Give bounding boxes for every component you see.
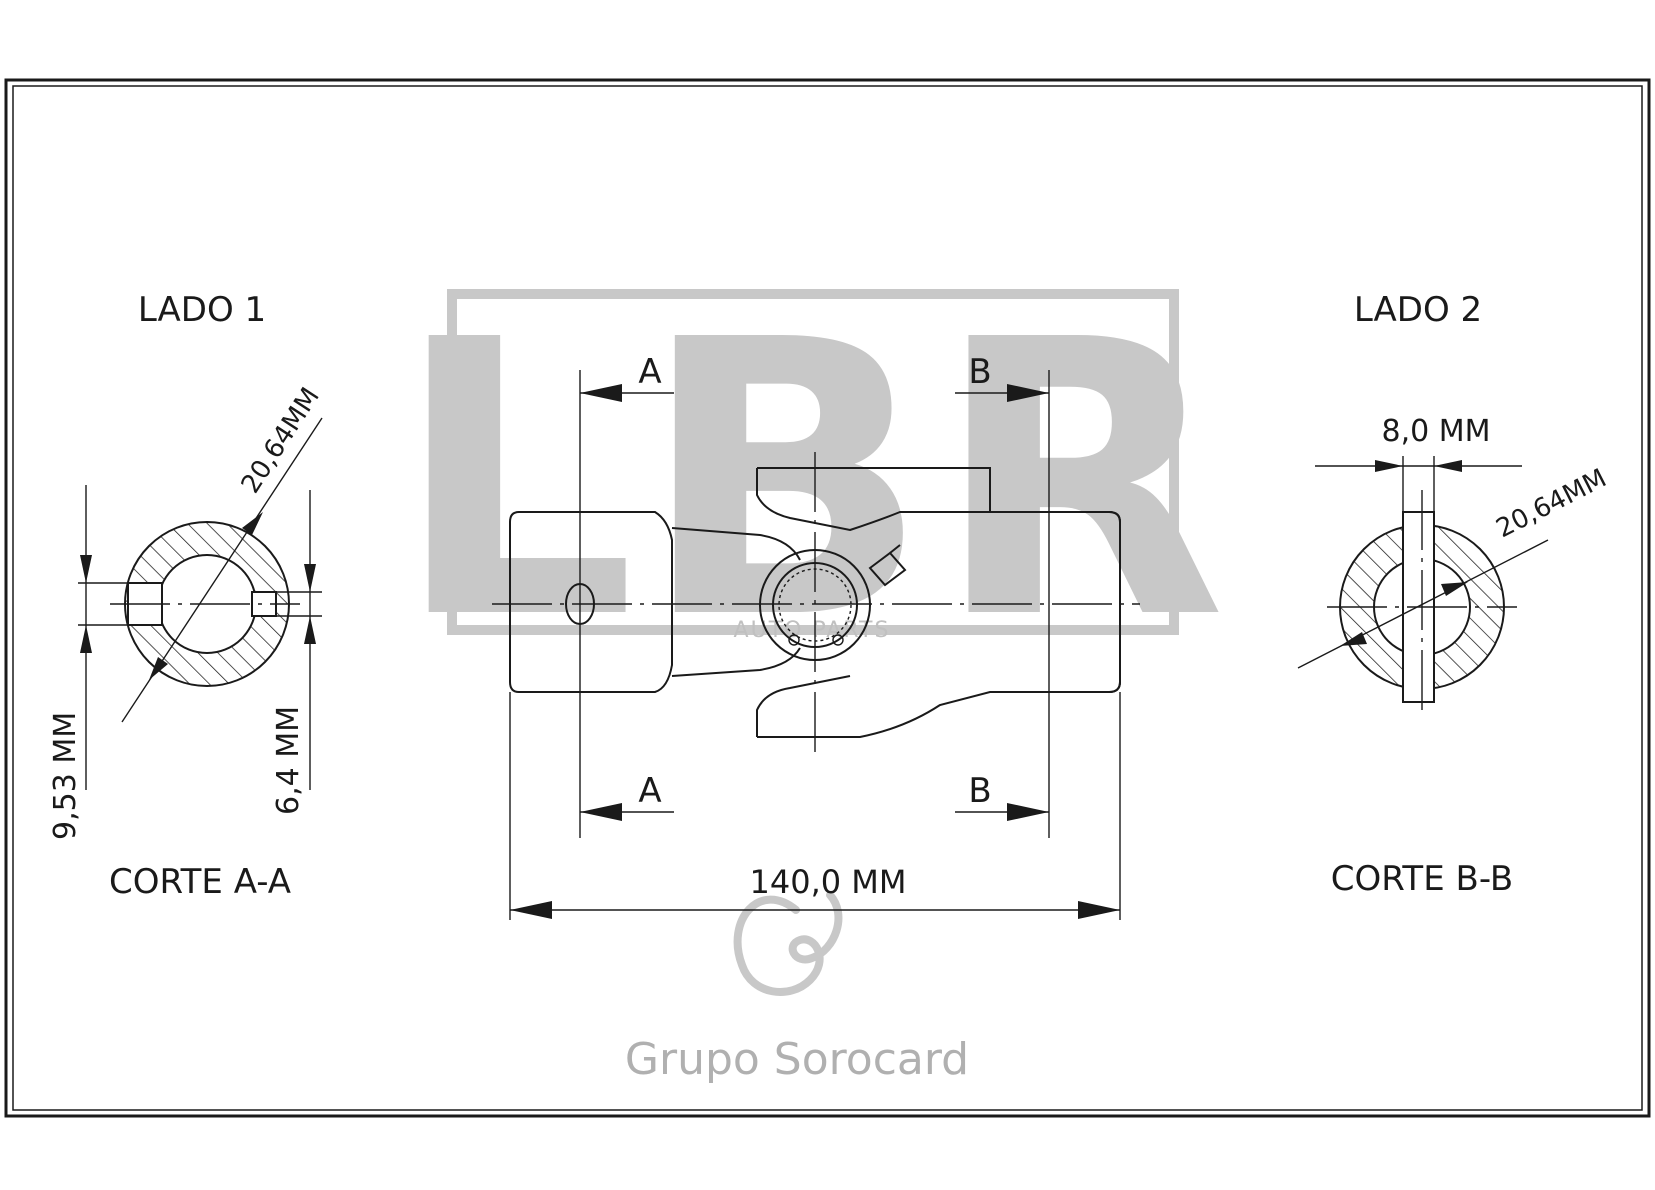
universal-joint-view: A A B B 140,0 MM (492, 352, 1140, 920)
side-1-section: LADO 1 20,64MM 9,53 MM 6,4 MM CORTE A-A (48, 290, 326, 902)
lado-2-label: LADO 2 (1354, 290, 1482, 330)
section-b-top-label: B (968, 352, 991, 392)
section-a-bottom-label: A (638, 771, 661, 811)
corte-bb-label: CORTE B-B (1331, 859, 1513, 899)
grease-fitting (868, 551, 907, 587)
side-2-width-dim: 8,0 MM (1381, 414, 1490, 449)
lbr-watermark-subtitle: AUTO PARTS (734, 618, 891, 643)
side-1-key-dim: 6,4 MM (271, 706, 306, 815)
side-2-diameter-dim: 20,64MM (1492, 463, 1612, 544)
lbr-watermark-logo: LBR AUTO PARTS (394, 259, 1230, 702)
side-2-section: LADO 2 8,0 MM 20,64MM CORTE B-B (1297, 290, 1612, 899)
sorocard-emblem (733, 891, 843, 996)
side-1-height-dim: 9,53 MM (48, 712, 83, 840)
side-2-diameter-line (1297, 539, 1549, 669)
section-a-top-label: A (638, 352, 661, 392)
grupo-sorocard-logo: Grupo Sorocard (625, 891, 969, 1085)
corte-aa-label: CORTE A-A (109, 862, 291, 902)
drawing-frame (4, 78, 1651, 1118)
grupo-sorocard-text: Grupo Sorocard (625, 1034, 969, 1085)
lado-1-label: LADO 1 (138, 290, 266, 330)
lbr-watermark-text: LBR (394, 259, 1230, 702)
right-hub-outline (990, 511, 1121, 693)
left-hub-outline (509, 511, 673, 693)
overall-length-dim: 140,0 MM (750, 863, 907, 901)
section-b-bottom-label: B (968, 771, 991, 811)
